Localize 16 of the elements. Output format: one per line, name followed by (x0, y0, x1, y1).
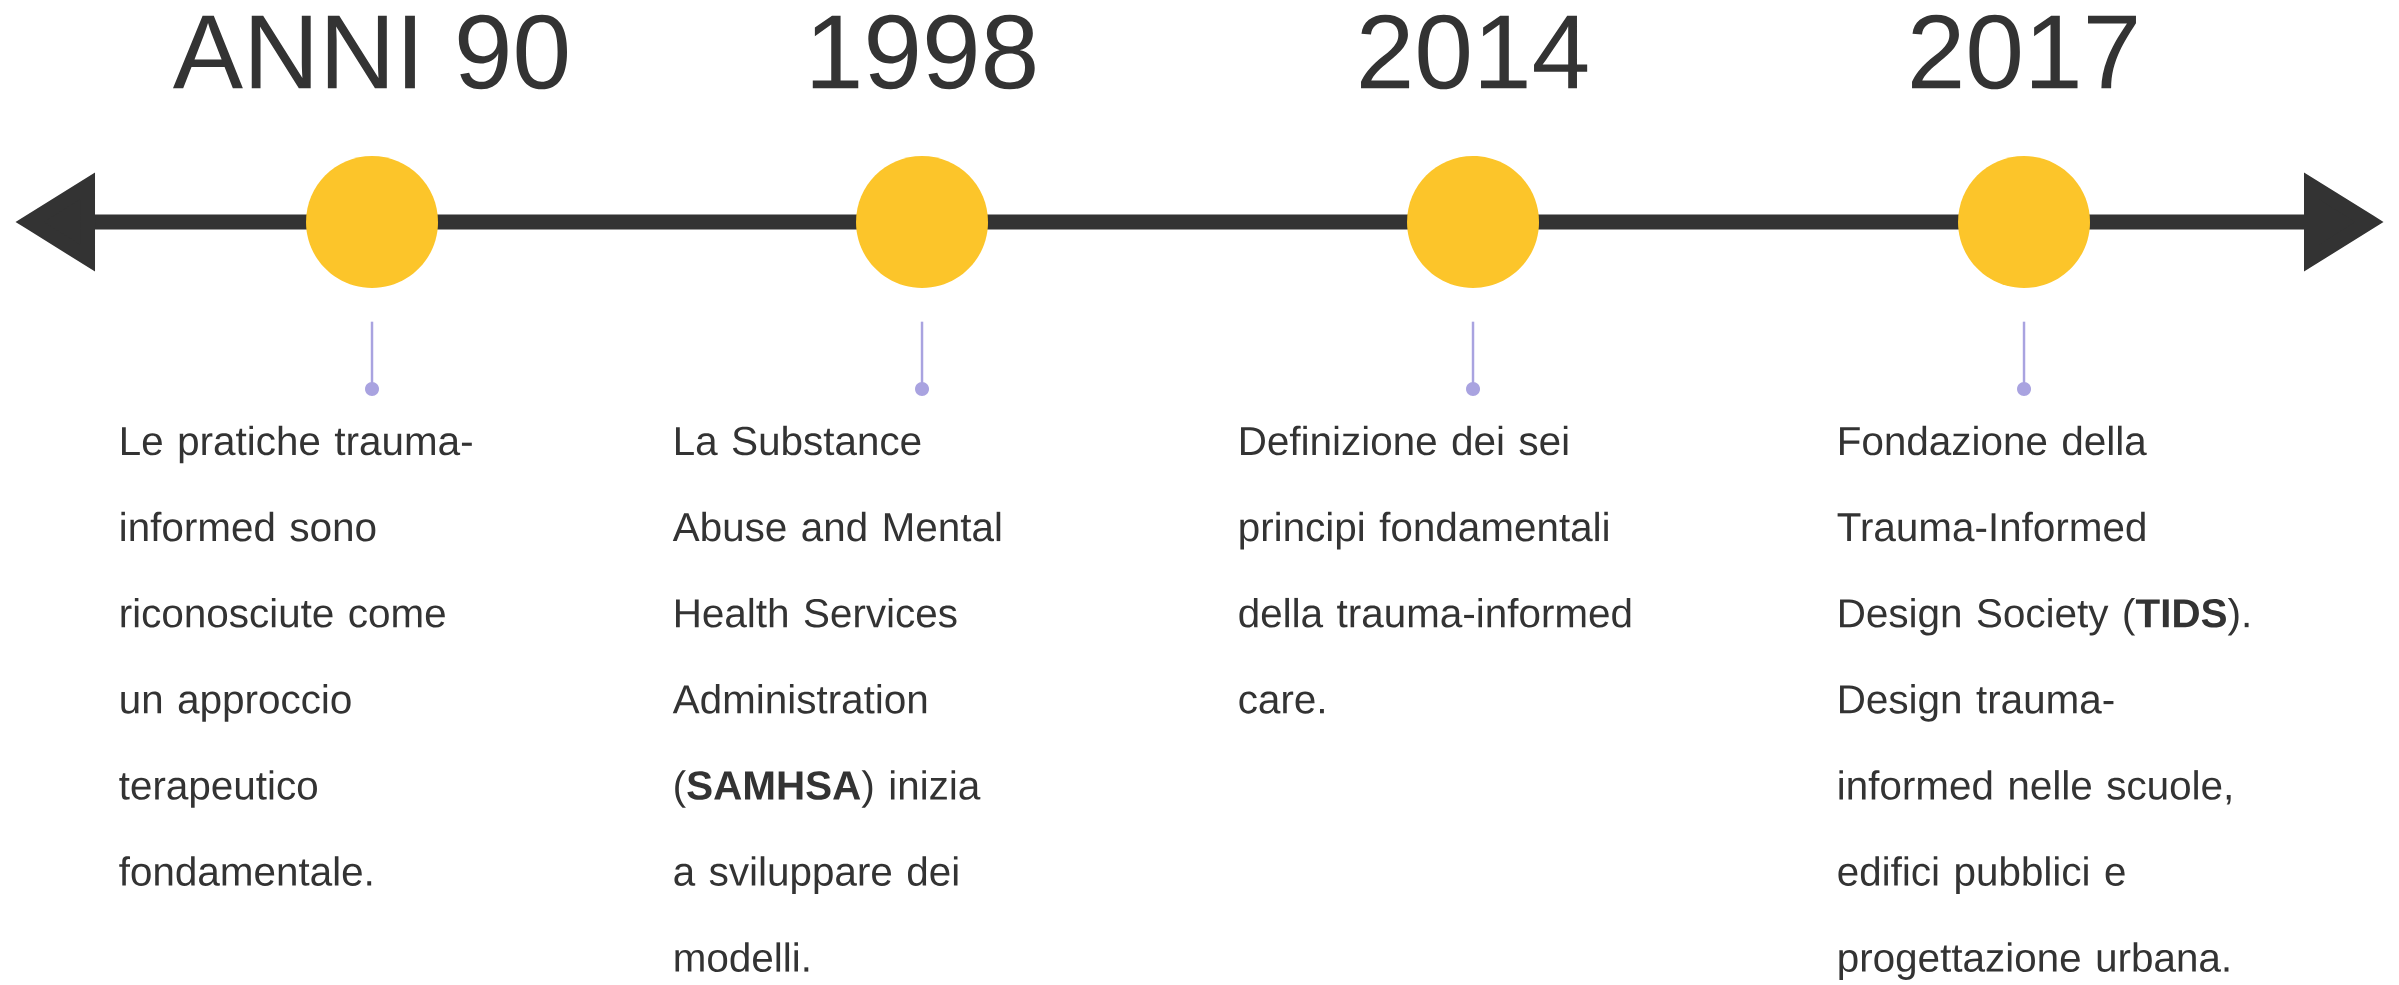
leader-line (915, 321, 929, 396)
description-text: Definizione dei sei principi fondamentali della trauma-informed care. (1239, 425, 1631, 714)
timeline-dot (306, 156, 438, 288)
year-label: 1998 (812, 14, 1035, 90)
leader-line (365, 321, 379, 396)
timeline-dot (1407, 156, 1539, 288)
description-text: La Substance Abuse and Mental Health Services Administration (SAMHSA) inizia a sviluppare dei modelli. (672, 425, 1001, 972)
leader-line (1466, 321, 1480, 396)
description-text: Le pratiche trauma-informed sono riconosciute come un approccio terapeutico fondamentale. (119, 425, 472, 886)
year-label: ANNI 90 (173, 14, 567, 90)
year-label: 2017 (1912, 14, 2136, 90)
timeline-dot (856, 156, 988, 288)
year-label: 2014 (1361, 14, 1588, 90)
leader-line (2017, 321, 2031, 396)
description-text: Fondazione della Trauma-Informed Design Society (TIDS). Design trauma-informed nelle scuole, edifici pubblici e progettazione urbana. (1837, 425, 2249, 980)
timeline-dot (1958, 156, 2091, 288)
